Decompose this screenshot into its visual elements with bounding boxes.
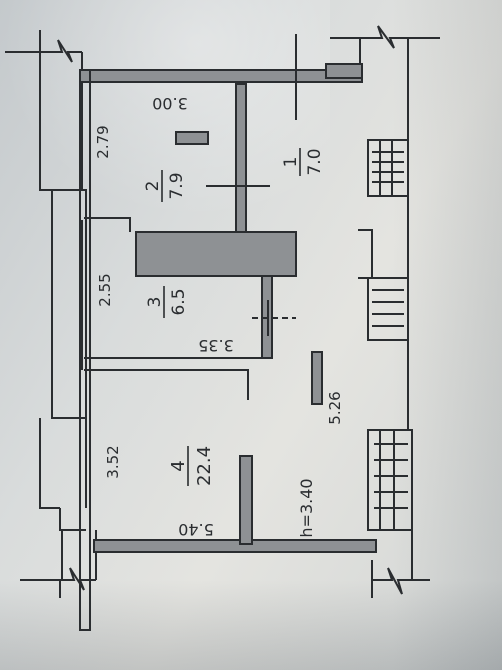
- dim-room2-length: 2.79: [94, 125, 112, 158]
- right-exterior-lines: [330, 25, 440, 598]
- dim-room3-length: 2.55: [96, 273, 114, 306]
- dim-room4-width: 5.40: [178, 520, 214, 539]
- ceiling-height: h=3.40: [297, 478, 316, 537]
- photo-shadow-right: [392, 0, 502, 670]
- room-3-area: 6.5: [169, 288, 189, 315]
- room-2-number: 2: [143, 181, 163, 192]
- partition-stub: [175, 131, 209, 145]
- left-exterior-lines: [5, 30, 97, 598]
- dim-room2-width: 3.00: [152, 94, 188, 113]
- wall-room1-room2: [235, 83, 247, 233]
- partition-room1: [311, 351, 323, 405]
- central-block: [135, 231, 297, 277]
- wall-right-stub: [325, 63, 363, 79]
- room-3-number: 3: [145, 297, 165, 308]
- photo-shadow-bottom: [0, 580, 502, 670]
- bottom-wall: [93, 539, 377, 553]
- interior-lines: [81, 34, 297, 400]
- partition-room4: [239, 455, 253, 545]
- photo-glare: [0, 0, 330, 220]
- top-wall: [79, 69, 363, 83]
- room-1-number: 1: [281, 157, 301, 168]
- dim-room4-length: 3.52: [104, 445, 122, 478]
- dim-room1-length: 5.26: [326, 391, 344, 424]
- room-1-area: 7.0: [305, 148, 325, 175]
- dim-room3-width: 3.35: [198, 336, 234, 355]
- room-2-area: 7.9: [167, 172, 187, 199]
- room-4-area: 22.4: [194, 446, 215, 486]
- room-4-number: 4: [168, 460, 189, 471]
